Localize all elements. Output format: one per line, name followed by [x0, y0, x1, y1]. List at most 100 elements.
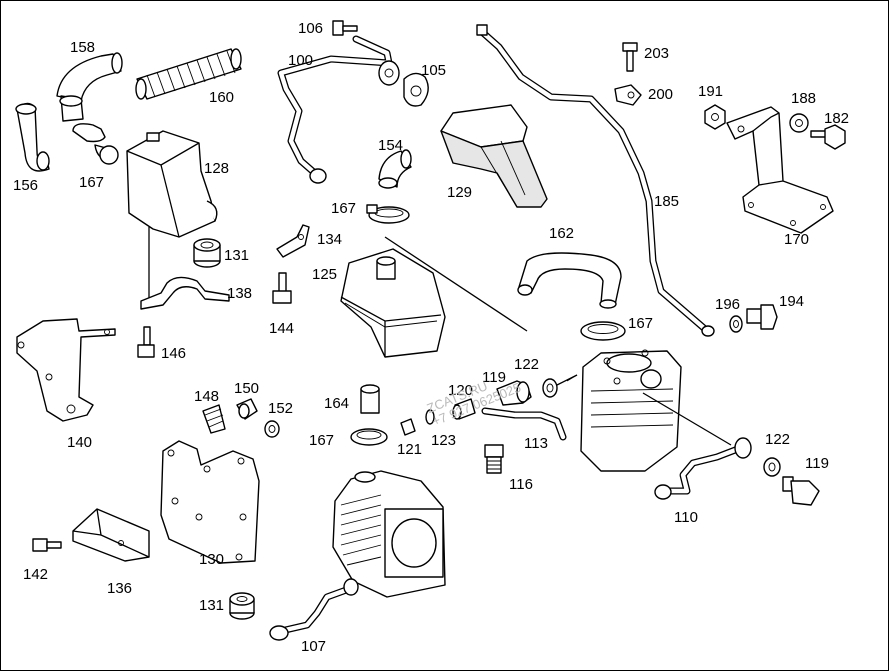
part-196-washer — [729, 315, 743, 333]
label-121: 121 — [397, 441, 423, 458]
part-138-bracket — [140, 276, 230, 310]
label-152: 152 — [268, 400, 294, 417]
part-160-corrugated-hose — [135, 48, 242, 100]
label-100: 100 — [288, 52, 314, 69]
part-191-pipe — [476, 24, 715, 337]
label-156: 156 — [13, 177, 39, 194]
part-200-clip — [614, 84, 642, 106]
part-compressor — [580, 349, 732, 472]
label-129: 129 — [447, 184, 473, 201]
part-167-clamp-a — [72, 123, 119, 165]
part-pump — [332, 470, 446, 598]
part-105-gasket — [403, 72, 429, 107]
part-167-clamp-b — [366, 204, 410, 224]
label-134: 134 — [317, 231, 343, 248]
label-203: 203 — [644, 45, 670, 62]
label-182: 182 — [824, 110, 850, 127]
label-144: 144 — [269, 320, 295, 337]
part-134-bracket — [276, 224, 310, 258]
part-131-grommet-a — [193, 238, 221, 268]
part-116-fitting — [484, 444, 504, 474]
label-119-a: 119 — [482, 369, 506, 386]
part-110-pipe — [654, 437, 752, 500]
label-140: 140 — [67, 434, 93, 451]
part-156-elbow — [15, 102, 50, 172]
part-185-nut — [704, 104, 726, 130]
part-119-bolt-b — [782, 476, 820, 506]
part-130-plate — [160, 440, 260, 564]
label-122-a: 122 — [514, 356, 540, 373]
label-110: 110 — [674, 509, 698, 526]
label-167-d: 167 — [309, 432, 335, 449]
part-119-bolt-a — [496, 380, 532, 406]
part-203-bolt — [622, 42, 638, 72]
label-130: 130 — [199, 551, 225, 568]
label-196: 196 — [715, 296, 741, 313]
label-146: 146 — [161, 345, 187, 362]
part-150-plug — [236, 398, 258, 420]
label-105: 105 — [421, 62, 447, 79]
label-158: 158 — [70, 39, 96, 56]
part-158-hose — [56, 52, 123, 122]
label-106: 106 — [298, 20, 324, 37]
label-120: 120 — [448, 382, 474, 399]
part-146-bolt — [137, 326, 155, 358]
part-164-sleeve — [360, 384, 380, 414]
part-120-fitting — [452, 398, 476, 420]
label-119-b: 119 — [805, 455, 829, 472]
label-167-c: 167 — [628, 315, 654, 332]
label-116: 116 — [509, 476, 533, 493]
part-188-washer — [789, 113, 809, 133]
label-107: 107 — [301, 638, 327, 655]
label-125: 125 — [312, 266, 338, 283]
part-144-bolt — [272, 272, 292, 304]
part-121-nipple — [400, 418, 416, 436]
part-129-duct — [440, 104, 548, 208]
part-100-pipe — [277, 35, 400, 184]
label-113: 113 — [524, 435, 548, 452]
label-138: 138 — [227, 285, 253, 302]
label-160: 160 — [209, 89, 235, 106]
label-162: 162 — [549, 225, 575, 242]
label-123: 123 — [431, 432, 457, 449]
label-128: 128 — [204, 160, 230, 177]
part-125-tank — [340, 236, 528, 358]
part-107-pipe — [269, 578, 359, 641]
part-167-clamp-d — [350, 428, 388, 446]
part-140-plate — [16, 318, 116, 422]
label-191: 185 — [654, 193, 680, 210]
label-200: 200 — [648, 86, 674, 103]
part-142-bolt — [32, 538, 62, 552]
label-148: 148 — [194, 388, 220, 405]
label-136: 136 — [107, 580, 133, 597]
part-113-pipe — [481, 407, 567, 441]
part-122-washer-a — [542, 374, 578, 398]
label-167-a: 167 — [79, 174, 105, 191]
part-167-clamp-c — [580, 321, 626, 341]
label-164: 164 — [324, 395, 350, 412]
label-150: 150 — [234, 380, 260, 397]
part-182-bolt — [810, 124, 846, 150]
label-122-b: 122 — [765, 431, 791, 448]
part-148-plug — [202, 404, 226, 434]
part-122-washer-b — [763, 457, 781, 477]
part-123-ring — [425, 409, 435, 425]
label-194: 194 — [779, 293, 805, 310]
label-142: 142 — [23, 566, 49, 583]
label-188: 188 — [791, 90, 817, 107]
part-194-bolt — [746, 304, 778, 330]
part-152-washer — [264, 420, 280, 438]
label-185: 191 — [698, 83, 724, 100]
part-154-elbow — [378, 149, 412, 189]
label-131-a: 131 — [224, 247, 250, 264]
label-170: 170 — [784, 231, 810, 248]
label-131-b: 131 — [199, 597, 225, 614]
part-170-stand — [726, 106, 834, 234]
label-167-b: 167 — [331, 200, 357, 217]
part-128-box — [126, 130, 218, 301]
label-154: 154 — [378, 137, 404, 154]
part-136-bracket — [72, 508, 150, 562]
part-131-grommet-b — [229, 592, 255, 620]
